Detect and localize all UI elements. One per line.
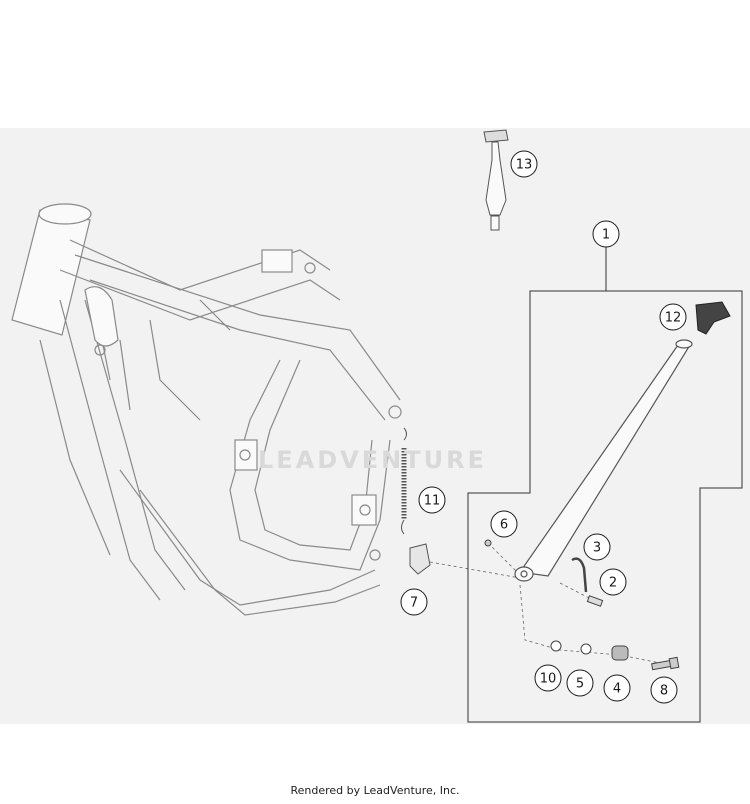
bushing-4-illustration [611,645,629,661]
callout-circle [534,664,562,692]
screw-6-illustration [484,539,492,547]
callout-7: 7 [400,588,428,616]
callout-4: 4 [603,674,631,702]
frame-illustration [11,203,402,616]
callout-circle [599,568,627,596]
watermark: LEADVENTURE [258,446,487,474]
bolt-2-illustration [586,595,604,607]
callout-5: 5 [566,669,594,697]
callout-1: 1 [592,220,620,248]
callout-label: 11 [424,494,441,509]
callout-circle [510,150,538,178]
callout-label: 12 [665,311,682,326]
spring-hook-illustration [571,557,588,593]
callout-label: 10 [540,672,557,687]
callout-label: 2 [609,576,617,591]
callout-circle [583,533,611,561]
callout-label: 8 [660,684,668,699]
bolt-8-illustration [651,656,680,671]
callout-label: 5 [576,677,584,692]
rubber-foot-illustration [695,301,731,335]
callout-13: 13 [510,150,538,178]
callout-label: 13 [516,158,533,173]
callout-12: 12 [659,303,687,331]
callout-11: 11 [418,486,446,514]
callout-label: 4 [613,682,621,697]
spring-illustration [401,427,407,535]
callout-label: 1 [602,228,610,243]
callout-10: 10 [534,664,562,692]
side-stand-illustration [514,339,693,582]
callout-circle [400,588,428,616]
callout-label: 7 [410,596,418,611]
callout-label: 6 [500,518,508,533]
callout-circle [490,510,518,538]
callout-circle [603,674,631,702]
callout-2: 2 [599,568,627,596]
special-tool-illustration [483,129,509,231]
callout-label: 3 [593,541,601,556]
callout-6: 6 [490,510,518,538]
washer-10-illustration [550,640,562,652]
washer-5-illustration [580,643,592,655]
callout-circle [566,669,594,697]
callout-circle [650,676,678,704]
callout-circle [659,303,687,331]
footer-credit: Rendered by LeadVenture, Inc. [290,784,460,797]
part-group-outline [467,246,743,723]
callout-8: 8 [650,676,678,704]
callout-circle [418,486,446,514]
callout-circle [592,220,620,248]
callout-3: 3 [583,533,611,561]
bracket-illustration [409,543,431,575]
